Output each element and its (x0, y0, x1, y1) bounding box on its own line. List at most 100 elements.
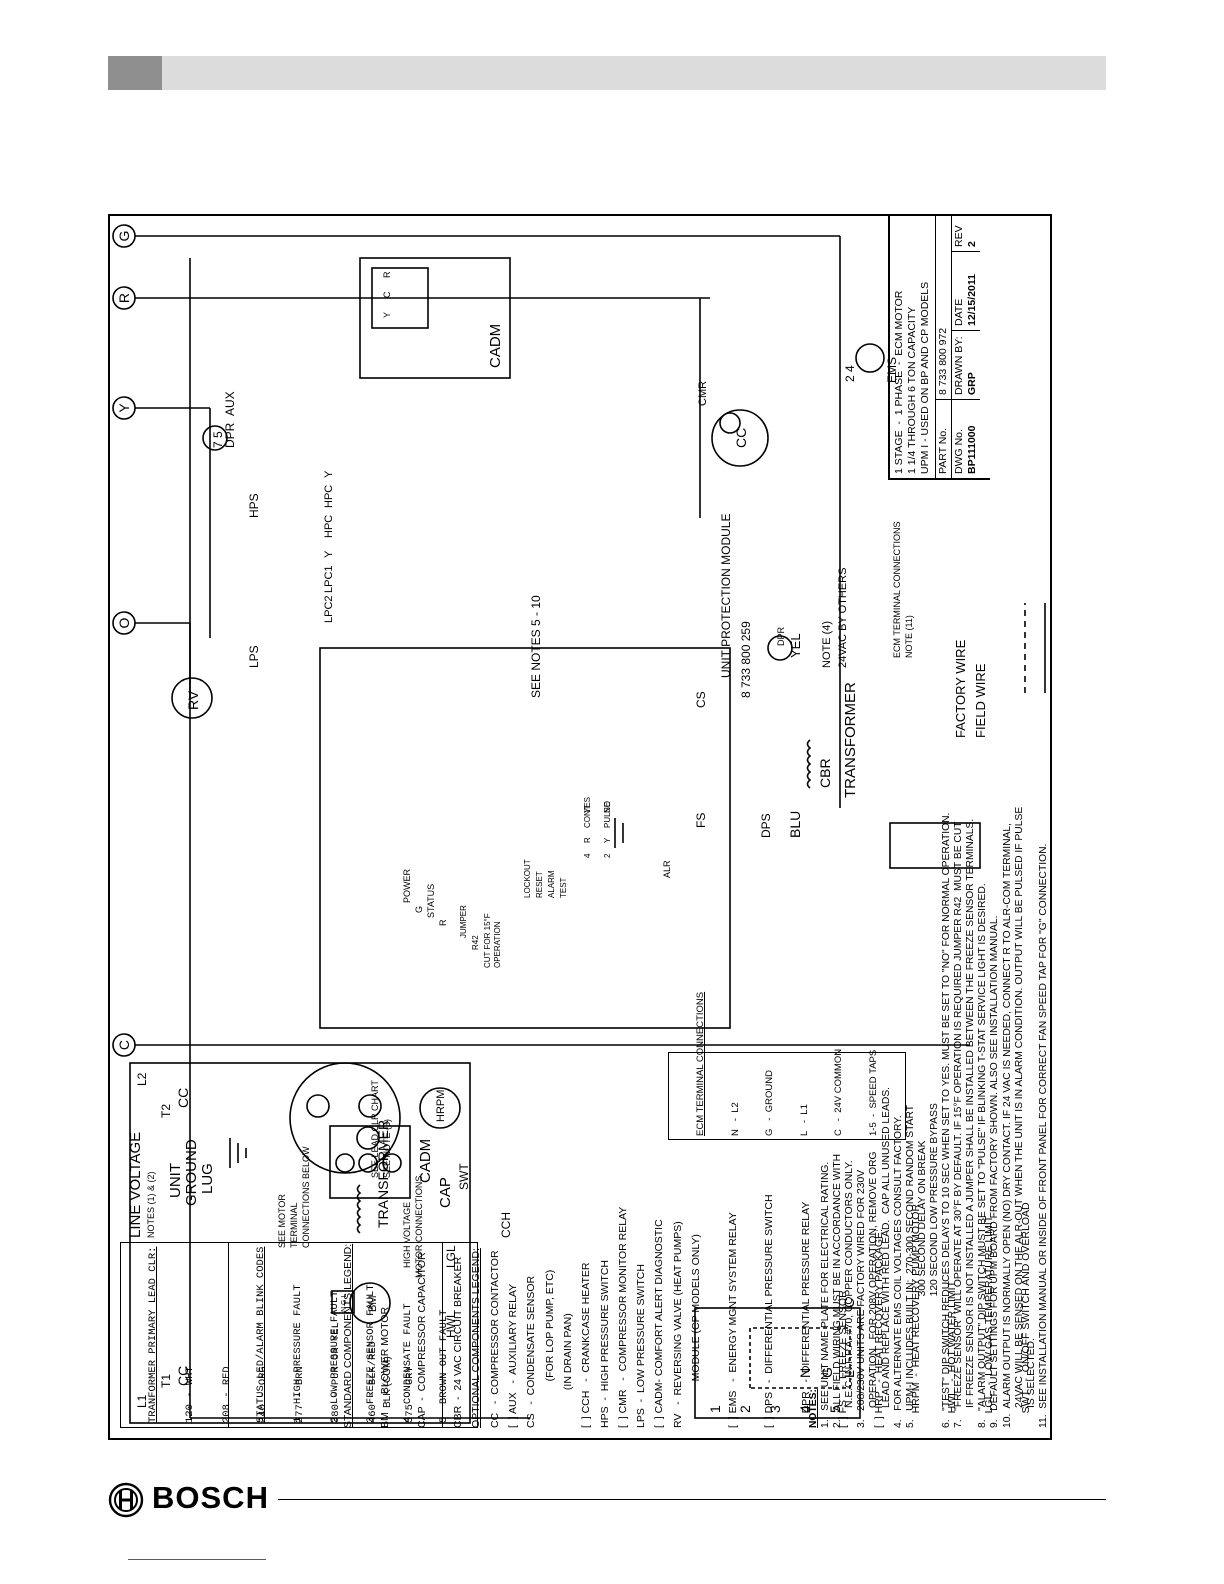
upm-see-notes: SEE NOTES 5 - 10 (529, 595, 543, 698)
lps-label: LPS (247, 645, 261, 668)
motor-connections-label: MOTOR CONNECTIONS (414, 1176, 424, 1278)
dwg-no-value: BP111000 (966, 425, 978, 474)
notes-title: NOTES: (808, 1389, 819, 1428)
wiring-schematic: G R Y O C LINE VOLTAGE NOTES (1) & (2) L… (112, 224, 1046, 1424)
cadm-low-label: CADM (487, 324, 504, 368)
cadm-module-outline (359, 257, 511, 379)
legend-item: CAP - COMPRESSOR CAPACITOR (415, 1252, 428, 1428)
terminal-g-label: G (116, 231, 132, 242)
date-value: 12/15/2011 (966, 274, 978, 326)
hps-label: HPS (247, 493, 261, 518)
transformer-hv (356, 1184, 362, 1234)
hwl-label: HWL (444, 1311, 458, 1338)
terminal-c-label: C (116, 1040, 132, 1050)
ems-label: EMS (885, 357, 899, 383)
ecm-conn-label: ECM TERMINAL CONNECTIONS (892, 521, 902, 658)
drawn-by-value: GRP (966, 372, 978, 395)
legend-item: MODULE (CP MODELS ONLY) (690, 1234, 703, 1428)
cbr-label: CBR (817, 758, 833, 788)
wiring-diagram-sheet: G R Y O C LINE VOLTAGE NOTES (1) & (2) L… (108, 214, 1052, 1440)
legend-item: [ ] CADM- COMFORT ALERT DIAGNOSTIC (653, 1219, 666, 1428)
upm-term-y2: Y (323, 470, 335, 478)
transformer-lv (806, 739, 812, 789)
blu-label: BLU (787, 811, 803, 838)
terminal-y-label: Y (116, 403, 132, 413)
title-line-1: 1 STAGE - 1 PHASE - ECM MOTOR (893, 290, 905, 474)
by-others-label: 24VAC BY OTHERS (837, 568, 849, 668)
cadm-label: CADM (417, 1139, 434, 1183)
see-lead-clr-label: SEE LEAD CLR CHART (370, 1080, 380, 1178)
dip-val-b-1: Y (603, 837, 612, 843)
optional-legend-title: OPTIONAL COMPONENTS LEGEND: (470, 1248, 483, 1428)
upm-term-lpc2: LPC2 (323, 595, 335, 623)
legend-item: [ ] CMR - COMPRESSOR MONITOR RELAY (616, 1206, 629, 1428)
blink-code-num: 1 (292, 1416, 305, 1423)
high-voltage-label: HIGH VOLTAGE (402, 1202, 412, 1268)
t1-label: T1 (159, 1374, 173, 1388)
ecm-terminal-item: G - GROUND (764, 1070, 775, 1136)
blink-code-row: 1 HIGH PRESSURE FAULT (292, 1247, 304, 1423)
cap-label: CAP (437, 1177, 454, 1208)
bottom-link-rule (128, 1559, 266, 1560)
drawn-by-label: DRAWN BY: (953, 336, 965, 395)
legend-item: BM - BLOWER MOTOR (379, 1306, 392, 1428)
note-item: 3. 208/230V UNITS ARE FACTORY WIRED FOR … (856, 1169, 868, 1428)
unit-label: UNIT (167, 1163, 184, 1198)
motor-tap-4: 4 (797, 1405, 813, 1413)
dwg-cell: DWG No.BP111000 (952, 399, 980, 478)
note-item: 24VAC WILL BE SENSED ON THE ALR-OUT WHEN… (1013, 806, 1025, 1428)
dip-val-a-2: CONT (583, 805, 592, 828)
line-voltage-notes: NOTES (1) & (2) (146, 1171, 156, 1238)
r42-label: R42 (471, 935, 480, 950)
aux-label: AUX (223, 391, 237, 416)
cadm-term-r: R (382, 271, 392, 278)
ecm-terminals-title: ECM TERMINAL CONNECTIONS (695, 991, 706, 1136)
cadm-term-y: Y (382, 312, 392, 318)
title-part-row: PART No. 8 733 800 972 (936, 216, 952, 478)
legend-item: [ ] CCH - CRANKCASE HEATER (580, 1262, 593, 1429)
jumper-label: JUMPER (459, 905, 468, 938)
dip-alarm-label: ALARM (547, 870, 556, 898)
motor-pin-c: C (841, 1298, 857, 1308)
legend-item: (FOR LOP PUMP, ETC) (543, 1269, 556, 1428)
legend-item: [ ] EMS - ENERGY MGNT SYSTEM RELAY (726, 1212, 739, 1428)
dip-test-label: TEST (559, 877, 568, 898)
dip-val-b-3: NO (603, 801, 612, 813)
header-bar (108, 56, 1106, 90)
legend-item: [ ] AUX - AUXILIARY RELAY (507, 1283, 520, 1428)
terminal-o-label: O (116, 617, 132, 628)
dip-lockout-label: LOCKOUT (523, 859, 532, 898)
cc-coil (711, 409, 769, 467)
cut-for-label: CUT FOR 15°F (483, 913, 492, 968)
t2-label: T2 (159, 1104, 173, 1118)
note4-label: NOTE (4) (821, 621, 833, 668)
operation-label: OPERATION (493, 921, 502, 968)
bm-pins: N G L (341, 1294, 348, 1312)
dip-val-a-1: R (583, 837, 592, 843)
header-tab (108, 56, 162, 90)
note-item: IS SELECTED. (1025, 1338, 1037, 1428)
note-item: 9. DEFAULT SETTINGS FOR UPM BOARD FROM F… (989, 915, 1001, 1428)
motor-tap-2: 2 (737, 1405, 753, 1413)
hrpm-motor (419, 1087, 461, 1129)
yel-label: YEL (788, 633, 803, 658)
rv-label: RV (185, 690, 201, 710)
rotated-drawing: G R Y O C LINE VOLTAGE NOTES (1) & (2) L… (110, 216, 1050, 1438)
lug-label: LUG (199, 1163, 216, 1194)
terminal-r-label: R (116, 293, 132, 303)
ground-label: GROUND (183, 1139, 200, 1206)
standard-legend-title: STANDARD COMPONENTS LEGEND: (342, 1243, 355, 1428)
upm-term-y1: Y (323, 550, 335, 558)
ecm-note-label: NOTE (11) (904, 615, 914, 658)
dpr-coil-label: DPR (776, 626, 786, 646)
ems-numbers: 2 4 (843, 365, 857, 382)
motor-pin-n: N (797, 1368, 813, 1378)
l2-label: L2 (135, 1072, 149, 1086)
blower-motor (349, 1282, 391, 1324)
fs-label: FS (694, 813, 708, 828)
cch-label: CCH (499, 1212, 513, 1238)
blk-com-label: BLK (COM) (382, 1356, 393, 1408)
motor-tap-5: 5 (827, 1405, 843, 1413)
